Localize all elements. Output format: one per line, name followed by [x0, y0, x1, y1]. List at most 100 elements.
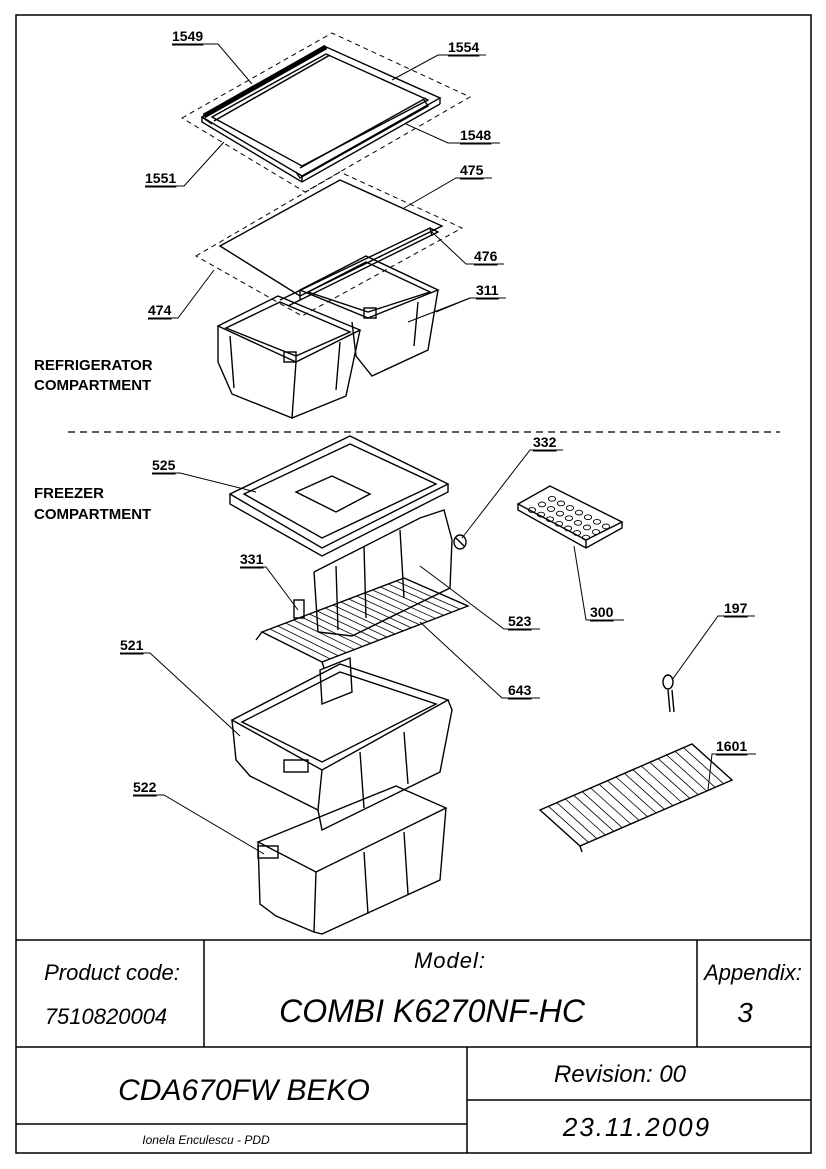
product-code-value: 7510820004: [45, 1004, 167, 1029]
part-643: 643: [508, 682, 532, 698]
model-value: COMBI K6270NF-HC: [279, 993, 586, 1029]
ice-cell: [554, 520, 564, 527]
section-freezer-line1: FREEZER: [34, 485, 104, 502]
ice-cell: [546, 506, 556, 512]
ice-cell: [591, 529, 601, 535]
part-197: 197: [724, 600, 748, 616]
ice-cell: [601, 523, 611, 530]
ice-cell: [582, 524, 592, 531]
ice-cell: [555, 510, 565, 517]
part-300: 300: [590, 604, 614, 620]
wire-shelf-643: [255, 577, 470, 669]
wire: [649, 762, 691, 799]
ice-cell: [536, 511, 546, 518]
author: Ionela Enculescu - PDD: [142, 1133, 270, 1147]
part-332: 332: [533, 434, 557, 450]
wire: [548, 806, 589, 843]
wire: [674, 751, 716, 788]
wire: [556, 802, 598, 839]
part-476: 476: [474, 248, 498, 264]
shelf-trim-1548: [295, 97, 430, 179]
ice-cell: [565, 505, 575, 511]
wire: [332, 604, 396, 635]
part-331: 331: [240, 551, 264, 567]
clip-332: [453, 534, 467, 550]
shelf-rail-476: [279, 227, 440, 307]
wire: [324, 607, 388, 638]
wire: [666, 754, 707, 792]
crisper-drawer-right: [298, 255, 440, 377]
wire-shelf-643-wires: [269, 580, 461, 660]
freezer-flap-525: [228, 435, 450, 557]
wire: [340, 601, 404, 632]
ice-tray-300: [516, 485, 624, 549]
wire: [641, 765, 682, 803]
product-code-label: Product code:: [44, 960, 180, 985]
wire: [380, 586, 444, 616]
wire: [657, 758, 699, 795]
wire: [356, 595, 420, 626]
bracket-331: [293, 599, 305, 619]
part-1601: 1601: [716, 738, 747, 754]
part-number-labels: 1549 1554 1548 1551 475 476 474 311 525 …: [120, 28, 748, 795]
ice-cell: [564, 515, 574, 522]
wire: [277, 625, 339, 657]
part-474: 474: [148, 302, 172, 318]
date: 23.11.2009: [562, 1112, 711, 1142]
wire: [317, 610, 379, 641]
ice-cell: [592, 518, 602, 525]
wire-shelf-1601: [538, 743, 734, 853]
wire: [388, 583, 452, 613]
ice-cell: [547, 495, 557, 502]
leader-lines: [120, 43, 756, 855]
wire: [590, 787, 631, 825]
appendix-value: 3: [737, 997, 753, 1028]
wire: [598, 784, 640, 821]
model-label: Model:: [414, 948, 486, 973]
wire: [301, 616, 363, 647]
wire: [395, 580, 461, 610]
part-523: 523: [508, 613, 532, 629]
ice-tray-cells: [527, 495, 611, 541]
part-1554: 1554: [448, 39, 479, 55]
appendix-label: Appendix:: [702, 960, 802, 985]
ice-cell: [573, 519, 583, 526]
ice-cell: [556, 500, 566, 507]
wire: [607, 780, 648, 817]
wire: [683, 747, 724, 784]
freezer-drawer-522: [256, 785, 448, 935]
brand-model: CDA670FW BEKO: [118, 1074, 370, 1107]
wire-shelf-1601-wires: [548, 747, 724, 843]
part-521: 521: [120, 637, 144, 653]
shelf-assembly-474-outline: [194, 171, 464, 317]
title-block: [16, 939, 811, 1153]
wire: [573, 795, 615, 832]
wire: [632, 769, 674, 806]
ice-cell: [581, 534, 591, 541]
wire: [348, 598, 412, 629]
wire: [372, 589, 436, 619]
ice-cell: [527, 507, 537, 513]
section-freezer-line2: COMPARTMENT: [34, 506, 151, 523]
part-525: 525: [152, 457, 176, 473]
ice-cell: [545, 516, 555, 523]
ice-cell: [583, 514, 593, 521]
ice-cell: [537, 501, 547, 508]
part-1551: 1551: [145, 170, 176, 186]
shelf-trim-1549: [202, 44, 331, 122]
ice-cell: [572, 530, 582, 536]
crisper-drawer-left: [216, 295, 362, 420]
part-number-underlines: [120, 44, 748, 797]
wire: [624, 773, 665, 810]
ice-cell: [563, 525, 573, 532]
part-522: 522: [133, 779, 157, 795]
wire: [293, 619, 355, 650]
part-1548: 1548: [460, 127, 491, 143]
part-1549: 1549: [172, 28, 203, 44]
wire: [615, 776, 657, 814]
section-refrigerator-line2: COMPARTMENT: [34, 377, 151, 394]
section-refrigerator-line1: REFRIGERATOR: [34, 357, 153, 374]
wire: [364, 592, 428, 622]
ice-cell: [574, 509, 584, 516]
